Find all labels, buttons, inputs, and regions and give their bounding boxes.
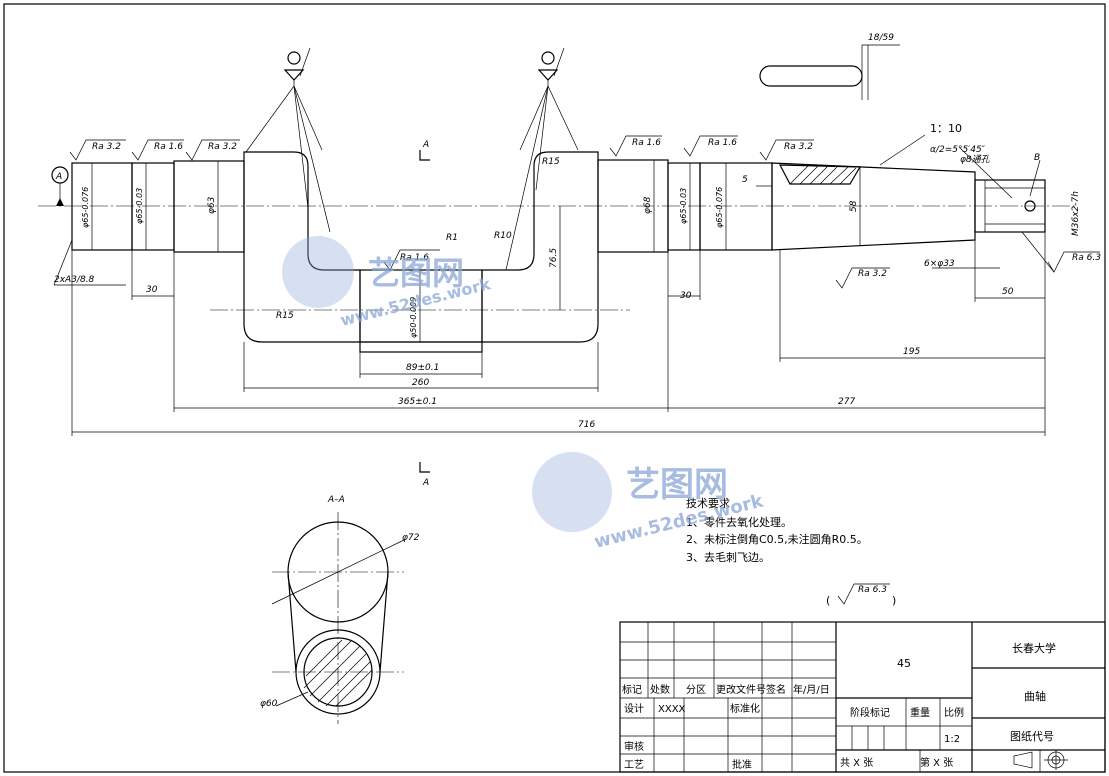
ra-7: Ra 1.6 [400, 253, 429, 263]
holes: 6×φ33 [924, 259, 955, 269]
taper-angle: α/2=5°5′45″ [930, 145, 986, 155]
keyway-top-view [759, 44, 900, 100]
section-a-top-label: A [422, 140, 429, 150]
school-name: 长春大学 [1012, 641, 1056, 655]
svg-text:): ) [892, 594, 896, 607]
datum-a: A [51, 166, 69, 206]
approve-label: 批准 [732, 758, 752, 771]
review-label: 审核 [624, 740, 644, 753]
dim-30-left: 30 [146, 285, 158, 295]
dim-716: 716 [578, 420, 595, 430]
dimension-texts: 716 365±0.1 277 260 89±0.1 195 50 30 30 … [53, 33, 1081, 430]
title-block: 45 长春大学 曲轴 图纸代号 标记 处数 分区 更改文件号 签名 年/月/日 … [619, 621, 1106, 773]
dim-58: 58 [849, 200, 859, 212]
thread: M36x2-7h [1071, 191, 1081, 236]
weight-label: 重量 [910, 706, 930, 719]
datum-b: B [1034, 153, 1040, 163]
dim-50: 50 [1002, 287, 1014, 297]
dim-phi60: φ60 [260, 699, 278, 709]
dim-30-right: 30 [680, 291, 692, 301]
col-count: 处数 [650, 683, 670, 696]
dim-r15-top: R15 [542, 157, 560, 167]
dim-phi50: φ50-0.009 [409, 297, 418, 338]
col-sign: 签名 [766, 683, 786, 696]
col-doc: 更改文件号 [716, 683, 766, 696]
projection-symbol-icon [1013, 750, 1068, 770]
standard-label: 标准化 [730, 702, 760, 715]
note-3: 3、去毛刺飞边。 [686, 551, 770, 564]
ra-9: Ra 6.3 [1072, 253, 1101, 263]
dim-phi63: φ63 [207, 196, 217, 214]
watermark-1: 艺图网 www.52des.work [282, 236, 493, 330]
notes-title: 技术要求 [686, 497, 730, 510]
dim-r15-bottom: R15 [276, 311, 294, 321]
designer: XXXX [658, 704, 686, 715]
datum-top-markers [245, 47, 579, 271]
ra-4: Ra 1.6 [632, 138, 661, 148]
dim-89: 89±0.1 [406, 363, 439, 373]
design-label: 设计 [624, 702, 644, 715]
dim-260: 260 [412, 378, 429, 388]
taper-ratio: 1：10 [930, 122, 962, 135]
watermark-brand-1: 艺图网 [368, 254, 464, 292]
dim-phi65-d: φ65-0.076 [715, 187, 724, 228]
ra-1: Ra 3.2 [92, 142, 121, 152]
scale-label: 比例 [944, 706, 964, 719]
ra-8: Ra 3.2 [858, 269, 887, 279]
part-name: 曲轴 [1024, 689, 1046, 703]
horizontal-dimensions [71, 185, 1046, 436]
col-date: 年/月/日 [793, 683, 830, 696]
col-mark: 标记 [622, 684, 642, 696]
ra-5: Ra 1.6 [708, 138, 737, 148]
ra-general: Ra 6.3 [858, 585, 887, 595]
dim-195: 195 [903, 347, 920, 357]
dim-r1: R1 [446, 233, 458, 243]
dim-phi68: φ68 [643, 196, 653, 214]
drawing-border [3, 3, 1106, 773]
note-2: 2、未标注倒角C0.5,未注圆角R0.5。 [686, 532, 868, 546]
dim-76-5: 76.5 [549, 248, 559, 268]
col-zone: 分区 [686, 684, 706, 696]
drawing-number: 图纸代号 [1010, 730, 1054, 743]
dim-365: 365±0.1 [398, 397, 437, 407]
section-markers: A A [419, 140, 430, 488]
center-hole: φ8通孔 [960, 154, 991, 165]
dim-phi65-a: φ65-0.03 [135, 188, 144, 224]
key-dim: 18/59 [868, 33, 894, 43]
section-title: A–A [327, 495, 345, 505]
watermark-brand-2: 艺图网 [626, 465, 728, 505]
note-1: 1、零件去氧化处理。 [686, 515, 792, 529]
stage-label: 阶段标记 [850, 706, 890, 719]
dim-phi72: φ72 [402, 533, 420, 543]
dim-277: 277 [838, 397, 855, 407]
sheets-total: 共 X 张 [840, 757, 873, 769]
datum-a-label: A [55, 172, 62, 182]
dim-5: 5 [742, 175, 748, 185]
dim-r10: R10 [494, 231, 512, 241]
process-label: 工艺 [624, 759, 644, 771]
chamfer-note: 2xA3/8.8 [54, 275, 95, 285]
section-a-a: A–A φ72 φ60 [260, 495, 420, 724]
section-a-bottom-label: A [422, 478, 429, 488]
ra-6: Ra 3.2 [784, 142, 813, 152]
technical-notes: 技术要求 1、零件去氧化处理。 2、未标注倒角C0.5,未注圆角R0.5。 3、… [686, 497, 868, 564]
shaft-main-view [38, 151, 1075, 353]
dim-phi65-c: φ65-0.076 [81, 187, 90, 228]
ra-2: Ra 1.6 [154, 142, 183, 152]
sheet-number: 第 X 张 [920, 756, 953, 769]
roughness-symbols: Ra 3.2 Ra 1.6 Ra 3.2 Ra 1.6 Ra 1.6 Ra 3.… [69, 135, 1101, 607]
scale-value: 1:2 [944, 734, 960, 745]
ra-3: Ra 3.2 [208, 142, 237, 152]
svg-text:(: ( [826, 594, 830, 607]
dim-phi65-b: φ65-0.03 [679, 188, 688, 224]
material: 45 [897, 657, 911, 670]
